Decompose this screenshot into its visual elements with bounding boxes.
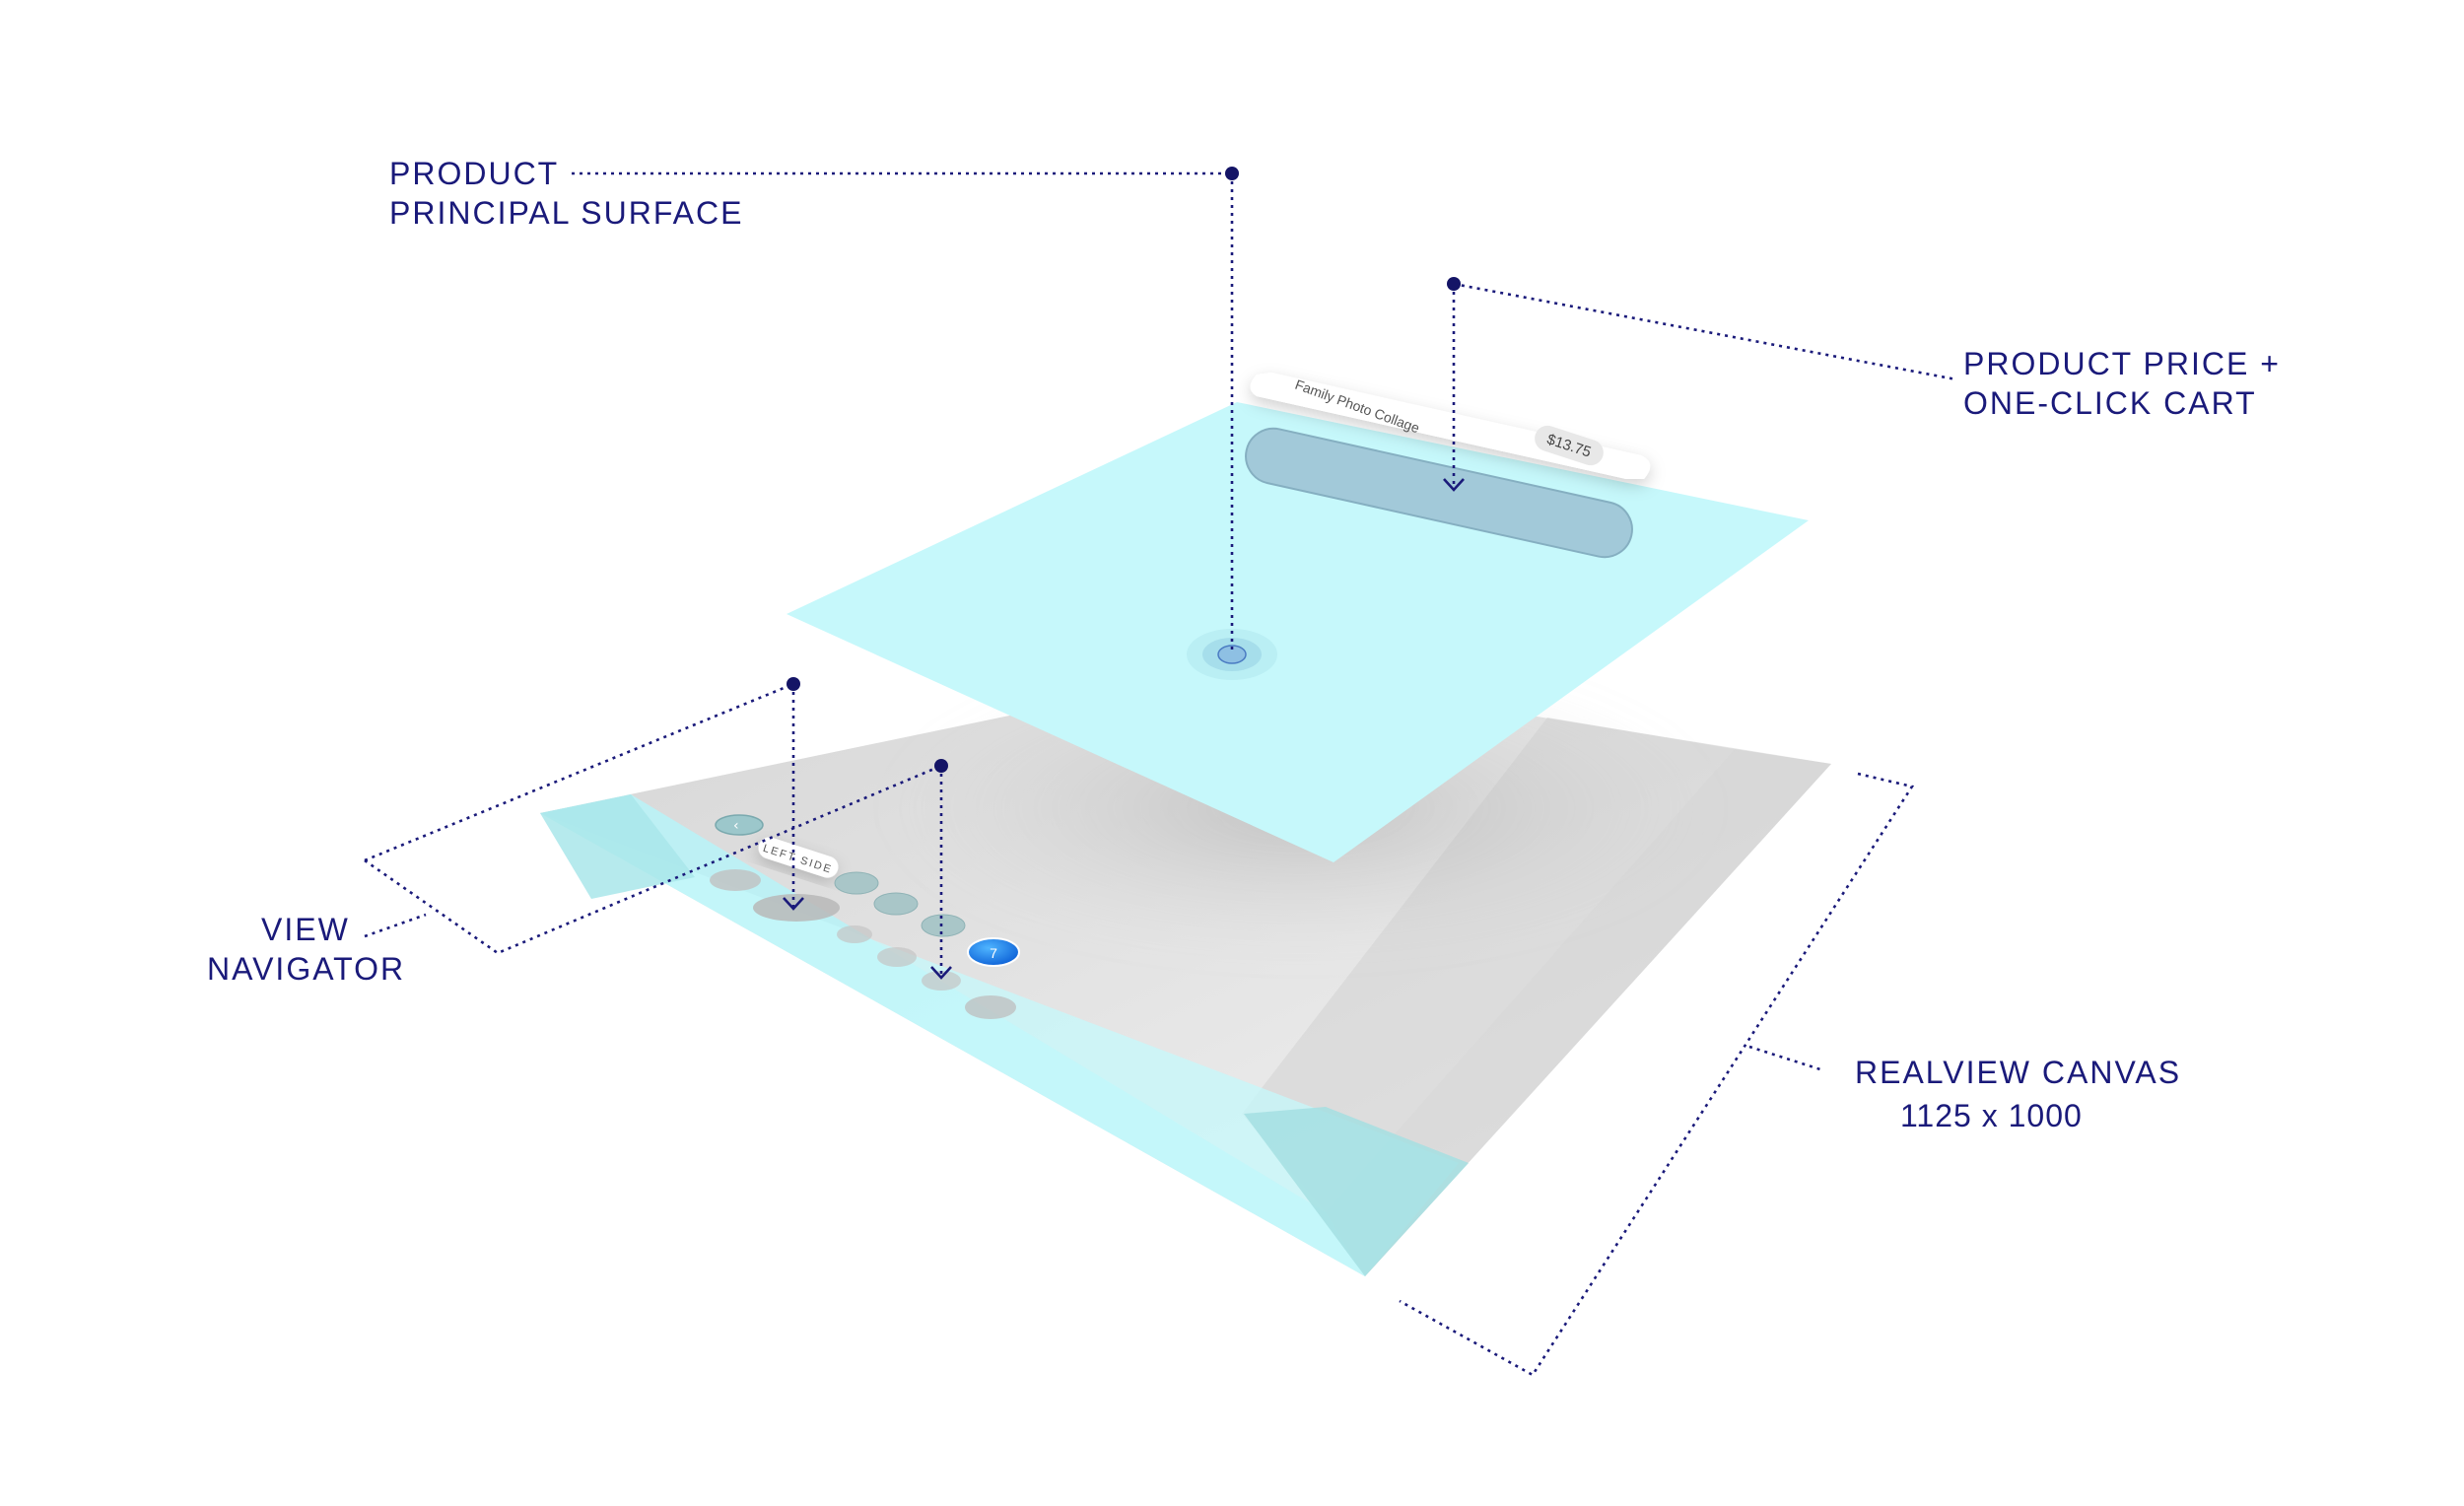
callout-view-navigator-line1: VIEW	[261, 912, 350, 947]
nav-thumb-shadow-4	[965, 995, 1016, 1019]
surface-center-target	[1187, 629, 1277, 680]
nav-back-icon: ‹	[733, 818, 739, 834]
nav-thumb-3[interactable]	[835, 872, 878, 894]
nav-thumb-4[interactable]	[874, 893, 918, 915]
nav-thumb-shadow-1	[837, 925, 872, 943]
nav-back-button[interactable]	[716, 815, 763, 835]
nav-thumb-5[interactable]	[922, 915, 965, 936]
nav-thumb-1[interactable]	[710, 869, 761, 891]
nav-thumb-shadow-2	[877, 947, 917, 967]
callout-view-navigator-line2: NAVIGATOR	[207, 951, 405, 987]
callout-price-cart-line2: ONE-CLICK CART	[1963, 385, 2257, 421]
nav-thumb-2[interactable]	[753, 894, 840, 922]
callout-realview-canvas-line2: 1125 x 1000	[1900, 1098, 2083, 1133]
callout-principal-surface-line2: PRINCIPAL SURFACE	[389, 195, 743, 231]
leader-price-cart	[1444, 277, 1956, 490]
nav-active-number: 7	[990, 945, 997, 961]
callout-price-cart-line1: PRODUCT PRICE +	[1963, 346, 2281, 381]
callout-realview-canvas-line1: REALVIEW CANVAS	[1855, 1055, 2181, 1090]
callout-principal-surface-line1: PRODUCT	[389, 156, 559, 191]
